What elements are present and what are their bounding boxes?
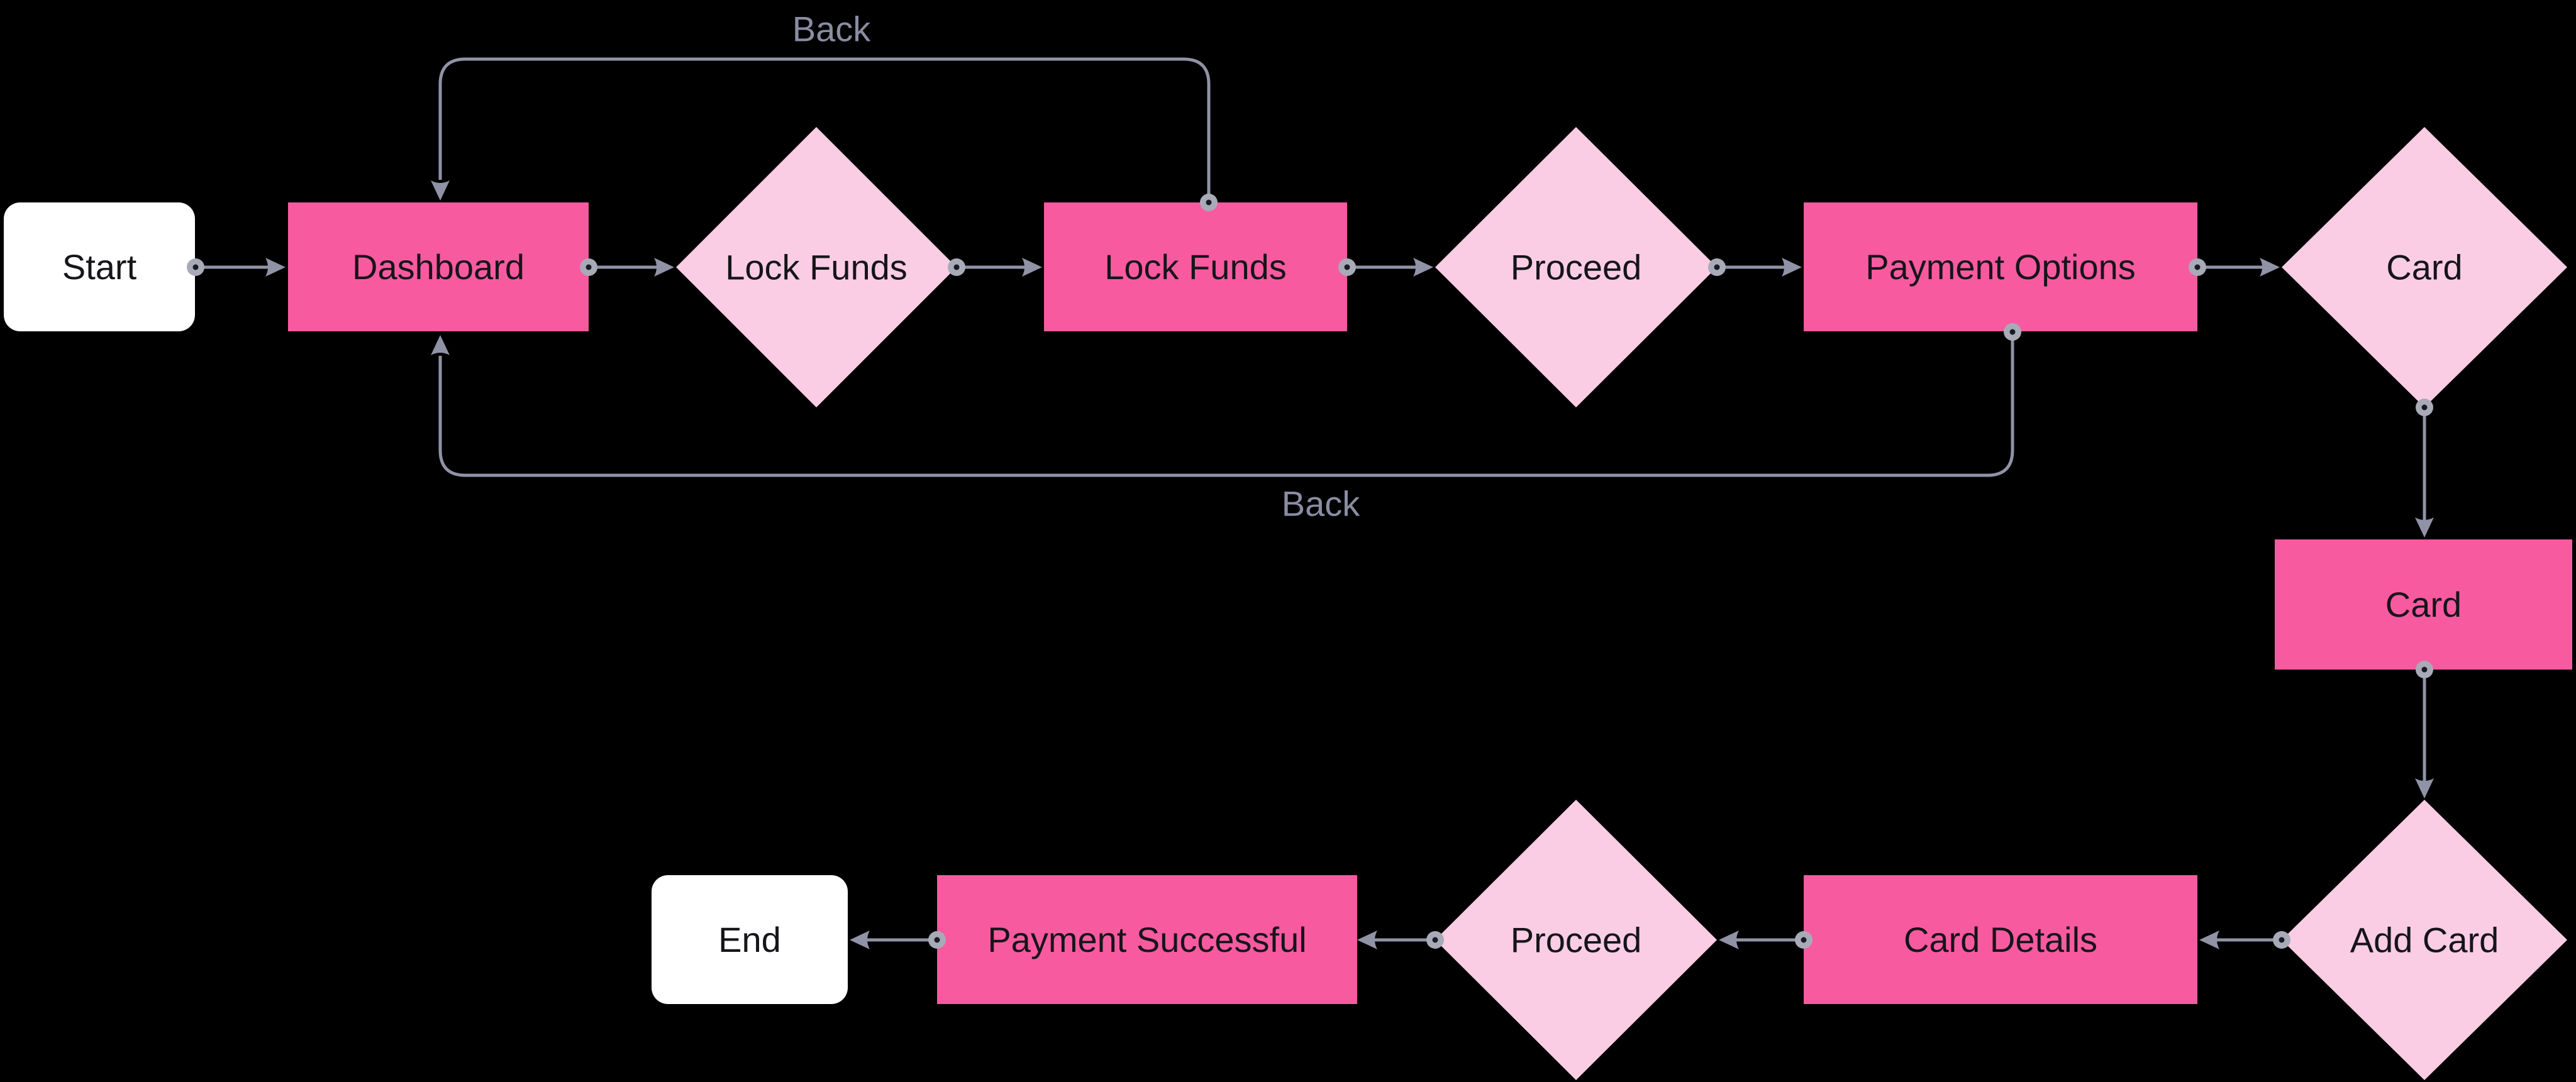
node-payment-successful[interactable]: Payment Successful — [937, 875, 1357, 1004]
arrowhead-into-lockfunds — [1022, 258, 1042, 277]
arrowhead-into-card — [2415, 517, 2434, 538]
source-handle-proceed-decision-right[interactable] — [1708, 258, 1726, 276]
arrowhead-into-end — [850, 930, 870, 949]
node-add-card-decision-label: Add Card — [2350, 920, 2499, 960]
source-handle-card-decision-bottom[interactable] — [2416, 399, 2433, 416]
node-lock-funds[interactable]: Lock Funds — [1044, 202, 1347, 331]
node-end[interactable]: End — [652, 875, 848, 1004]
edge-label-back-bottom: Back — [1281, 483, 1360, 524]
arrowhead-into-card-decision — [2260, 258, 2280, 277]
node-payment-options[interactable]: Payment Options — [1804, 202, 2197, 331]
source-handle-add-card-decision-left[interactable] — [2273, 931, 2290, 949]
arrowhead-back-into-dashboard-top — [431, 180, 450, 201]
node-card-decision-label: Card — [2386, 247, 2463, 287]
arrowhead-into-proceed-decision — [1413, 258, 1433, 277]
arrowhead-into-payment-successful — [1357, 930, 1377, 949]
arrowhead-into-lockfunds-decision — [654, 258, 674, 277]
arrowhead-back-into-dashboard-bottom — [431, 335, 450, 355]
node-proceed-decision-2-label: Proceed — [1510, 920, 1642, 960]
node-proceed-decision-label: Proceed — [1510, 247, 1642, 287]
node-card[interactable]: Card — [2275, 539, 2572, 670]
arrowhead-into-proceed-decision-2 — [1719, 930, 1739, 949]
arrowhead-into-add-card-decision — [2415, 778, 2434, 798]
arrowhead-into-payment-options — [1782, 258, 1802, 277]
source-handle-proceed-decision-2-left[interactable] — [1426, 931, 1444, 949]
edge-back-payment-options-dashboard[interactable] — [438, 332, 2014, 477]
source-handle-lockfunds-decision-right[interactable] — [948, 258, 965, 276]
arrowhead-into-card-details — [2199, 930, 2219, 949]
node-dashboard[interactable]: Dashboard — [288, 202, 589, 331]
edge-back-lockfunds-dashboard[interactable] — [438, 57, 1211, 202]
edge-label-back-top: Back — [792, 9, 871, 49]
node-card-details[interactable]: Card Details — [1804, 875, 2197, 1004]
node-start[interactable]: Start — [4, 202, 195, 331]
node-lock-funds-decision-label: Lock Funds — [725, 247, 908, 287]
arrowhead-into-dashboard — [265, 258, 286, 277]
